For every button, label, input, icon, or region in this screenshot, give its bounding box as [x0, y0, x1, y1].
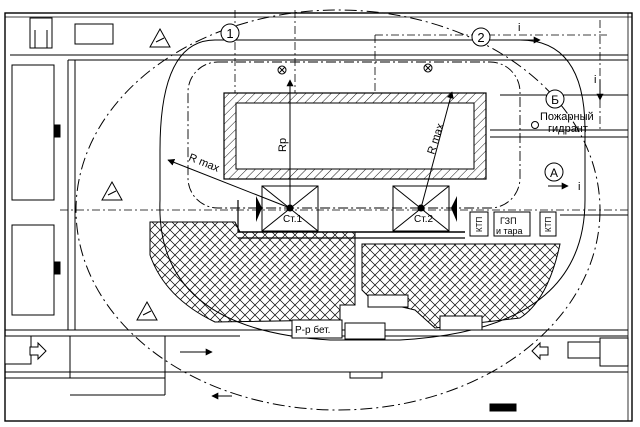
axis-1-label: 1: [226, 26, 233, 41]
rmax-left-label: R max: [187, 152, 221, 175]
gzp-label-line2: и тара: [496, 226, 523, 236]
warning-signs: [101, 27, 171, 321]
crane-rails: [237, 200, 465, 239]
crane-2-label: Ст.2: [414, 214, 433, 225]
axis-b-label: Б: [551, 93, 559, 107]
grid-axis-1: 1: [220, 23, 240, 43]
slope-label-right-upper: i: [594, 74, 596, 86]
crane-stop-blocks: [256, 196, 457, 222]
hydrant-label-line1: Пожарный: [540, 111, 594, 123]
storage-area-right: [361, 243, 561, 329]
axis-2-label: 2: [477, 30, 484, 45]
rp-label: Rp: [277, 138, 289, 152]
ktp-label-2: КТП: [544, 216, 553, 232]
hydrant-label-line2: гидрант: [548, 123, 588, 135]
mortar-label: Р-р бет.: [295, 324, 330, 336]
traffic-direction-arrows: [180, 36, 604, 400]
concrete-mortar-box: [291, 294, 483, 340]
gzp-label-line1: ГЗП: [500, 216, 517, 226]
grid-axis-2: 2: [471, 27, 491, 47]
tower-crane-2: [392, 185, 450, 232]
site-entry-arrows: [29, 341, 549, 361]
crane-radius-lines: [167, 79, 454, 209]
lighting-poles: [277, 63, 433, 75]
slope-label-top: i: [518, 22, 520, 34]
building-under-construction: [223, 92, 487, 180]
fire-hydrant: [531, 121, 539, 129]
crane-track-zone: [187, 61, 521, 209]
crane-working-zone: [159, 39, 586, 341]
storage-area-left: [149, 221, 356, 323]
grid-axis-a: А: [544, 162, 564, 182]
temporary-roads: [5, 54, 628, 396]
site-structures: [4, 335, 629, 412]
storage-sheds: [469, 211, 557, 237]
grid-axis-b: Б: [545, 89, 565, 109]
crane-1-label: Ст.1: [283, 214, 302, 225]
axis-a-label: А: [550, 166, 558, 180]
ktp-label-1: КТП: [475, 216, 484, 232]
slope-label-right-lower: i: [578, 181, 580, 193]
temporary-buildings: [11, 17, 114, 316]
utility-lines: [60, 10, 630, 211]
